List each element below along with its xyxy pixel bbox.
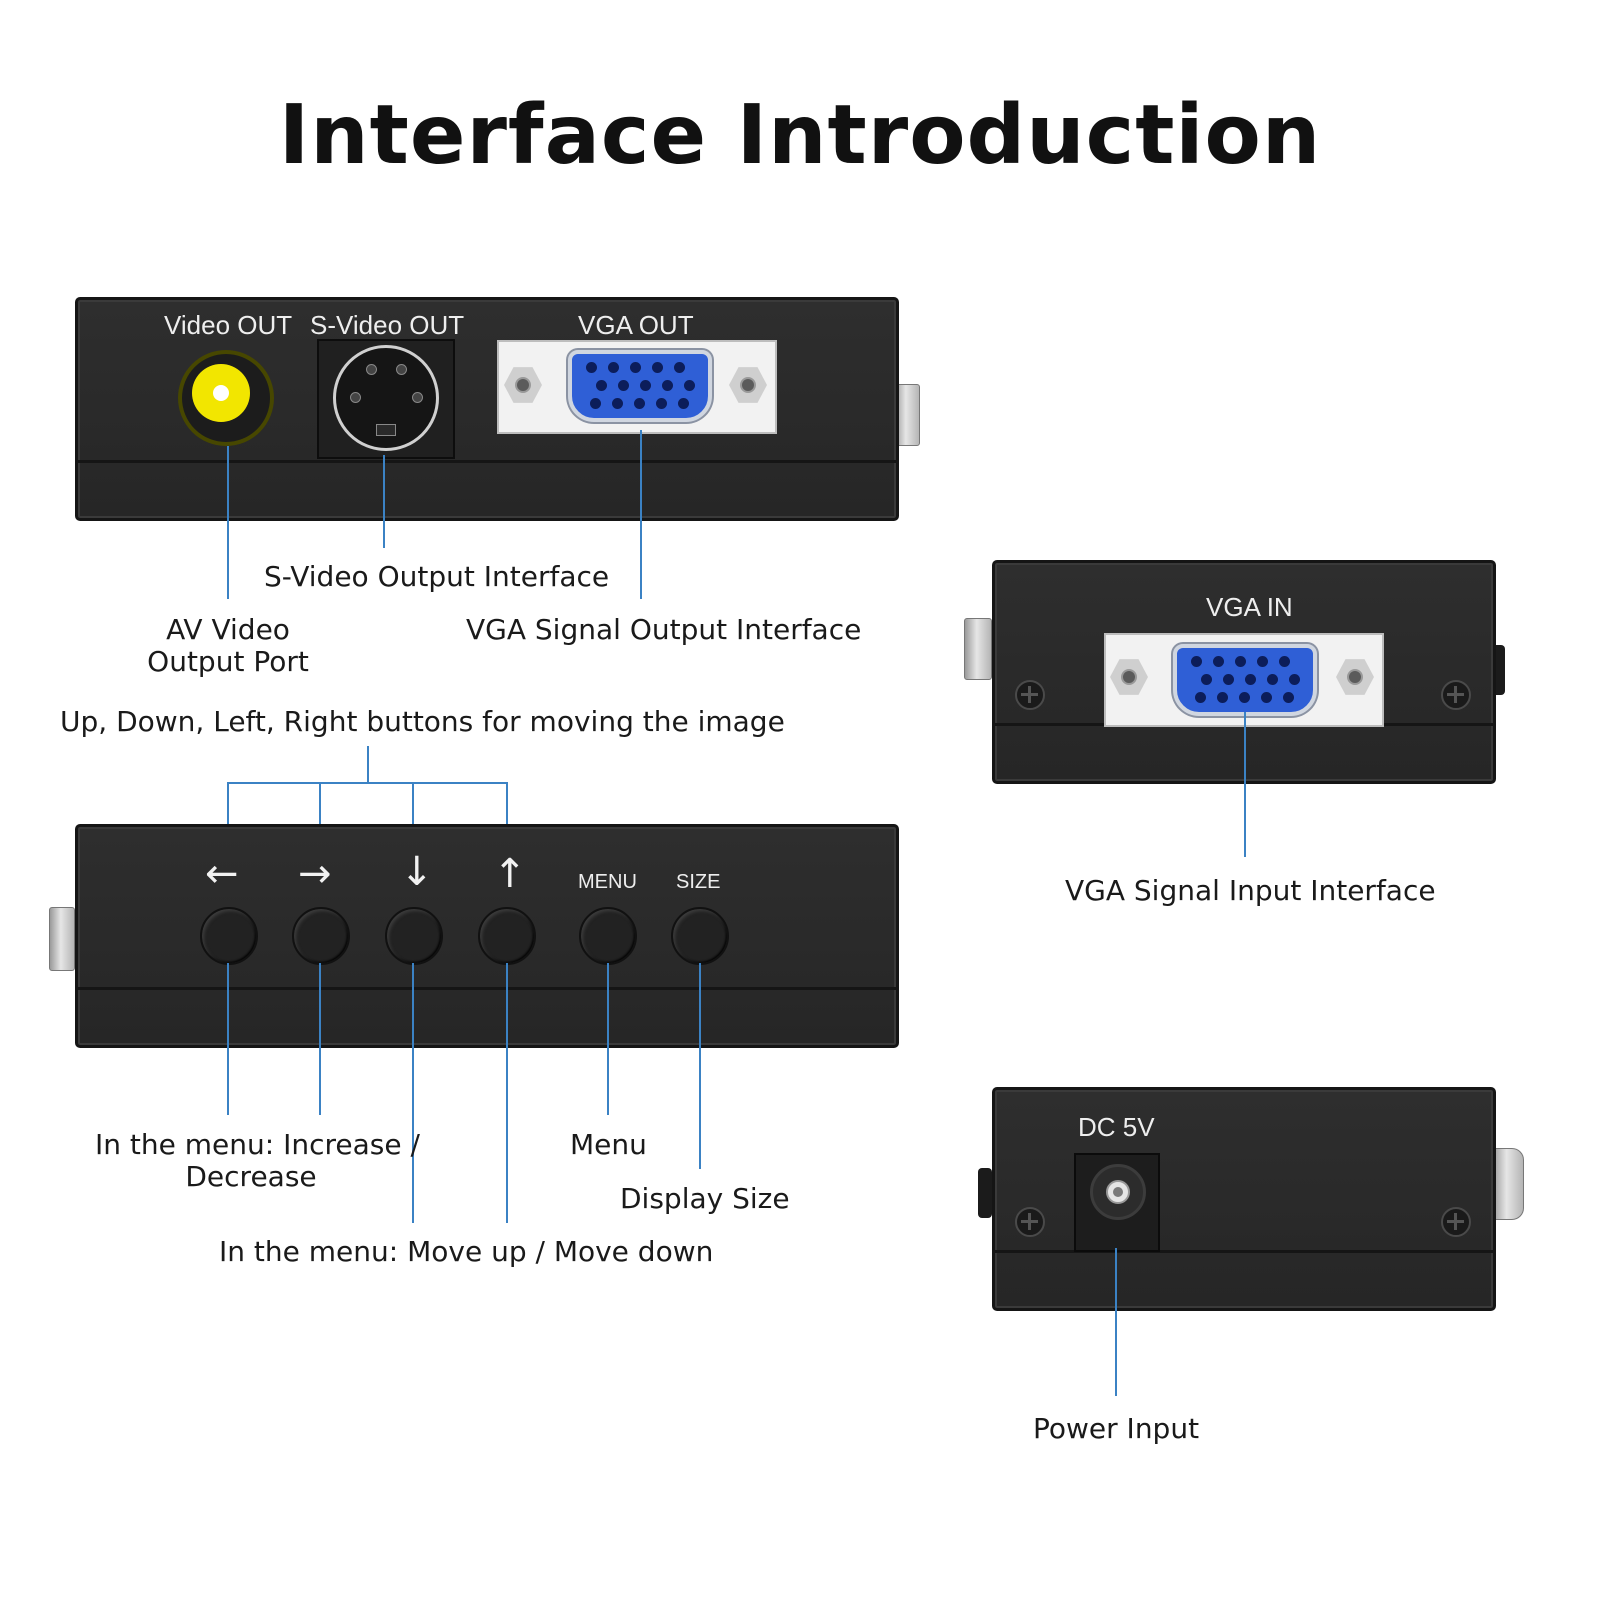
vga-out-label: VGA OUT	[578, 310, 694, 340]
rca-video-jack[interactable]	[178, 350, 274, 446]
panel-edge	[78, 460, 896, 463]
display-size-callout: Display Size	[620, 1182, 790, 1215]
bracket-bar	[227, 782, 508, 784]
video-out-label: Video OUT	[164, 310, 293, 340]
leader-left-button	[227, 963, 229, 1115]
side-connector-stub	[1492, 1148, 1524, 1220]
panel-edge	[78, 987, 896, 990]
leader-vga-out	[640, 430, 642, 599]
menu-callout: Menu	[570, 1128, 647, 1161]
side-connector-stub	[49, 907, 75, 971]
down-button[interactable]	[385, 907, 443, 965]
svideo-output-callout: S-Video Output Interface	[264, 560, 610, 593]
increase-decrease-callout-line1: In the menu: Increase /	[95, 1128, 420, 1161]
av-video-callout-line1: AV Video	[166, 613, 290, 646]
bracket-down	[412, 782, 414, 840]
down-arrow-icon: ↓	[400, 849, 434, 895]
vga-in-label: VGA IN	[1206, 592, 1293, 622]
menu-button[interactable]	[579, 907, 637, 965]
dc-power-jack[interactable]	[1090, 1164, 1146, 1220]
power-panel	[992, 1087, 1496, 1311]
left-arrow-icon: ←	[205, 851, 239, 897]
panel-screw-right	[1441, 680, 1471, 710]
leader-menu-button	[607, 963, 609, 1115]
leader-vga-in	[1244, 712, 1246, 857]
vga-in-screw-right	[1336, 659, 1374, 695]
left-button[interactable]	[200, 907, 258, 965]
vga-in-port[interactable]	[1173, 644, 1317, 716]
leader-power	[1115, 1248, 1117, 1396]
vga-in-screw-left	[1110, 659, 1148, 695]
up-arrow-icon: ↑	[493, 851, 527, 897]
increase-decrease-callout-line2: Decrease	[185, 1160, 317, 1193]
leader-down-button	[412, 963, 414, 1223]
size-button-label: SIZE	[676, 871, 721, 893]
vga-signal-input-callout: VGA Signal Input Interface	[1065, 874, 1436, 907]
dc-5v-label: DC 5V	[1078, 1112, 1155, 1142]
vga-out-port[interactable]	[568, 350, 712, 422]
svideo-port[interactable]	[333, 345, 439, 451]
svideo-out-label: S-Video OUT	[310, 310, 465, 340]
vga-signal-output-callout: VGA Signal Output Interface	[466, 613, 862, 646]
right-arrow-icon: →	[298, 851, 332, 897]
move-up-down-callout: In the menu: Move up / Move down	[219, 1235, 714, 1268]
leader-av-video	[227, 446, 229, 599]
av-video-callout-line2: Output Port	[147, 645, 309, 678]
move-buttons-callout: Up, Down, Left, Right buttons for moving…	[60, 705, 785, 738]
up-button[interactable]	[478, 907, 536, 965]
right-button[interactable]	[292, 907, 350, 965]
size-button[interactable]	[671, 907, 729, 965]
leader-svideo	[383, 455, 385, 548]
page-title: Interface Introduction	[278, 88, 1322, 183]
leader-up-button	[506, 963, 508, 1223]
bracket-left	[227, 782, 229, 840]
panel-screw-left	[1015, 680, 1045, 710]
menu-button-label: MENU	[578, 871, 637, 893]
leader-right-button	[319, 963, 321, 1115]
bracket-right	[319, 782, 321, 840]
panel-screw-right	[1441, 1207, 1471, 1237]
panel-screw-left	[1015, 1207, 1045, 1237]
side-jack-stub	[978, 1168, 992, 1218]
bracket-stem	[367, 746, 369, 783]
bracket-up	[506, 782, 508, 840]
side-connector-stub	[964, 618, 992, 680]
leader-size-button	[699, 963, 701, 1169]
power-input-callout: Power Input	[1033, 1412, 1200, 1445]
panel-edge	[995, 1250, 1493, 1253]
